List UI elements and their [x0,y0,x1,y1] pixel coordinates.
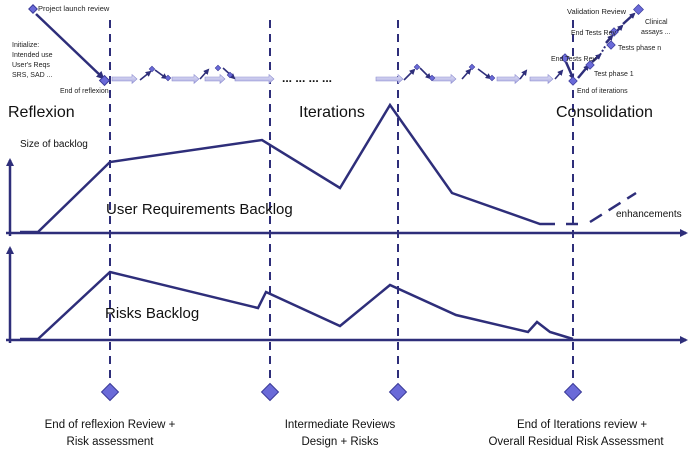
validation-review-label: Validation Review [567,7,627,16]
phase-consolidation: Consolidation [556,104,653,121]
iteration-mini-loops-right [403,67,564,81]
risks-backlog-label: Risks Backlog [105,305,199,322]
size-of-backlog-label: Size of backlog [20,139,88,150]
initialize-line-2: Intended use [12,52,53,59]
risks-chart: Risks Backlog [6,246,688,344]
urb-curve [20,102,555,234]
end-of-iterations-label: End of iterations [577,88,628,95]
launch-diamond [28,4,38,14]
milestone-3-line-2: Overall Residual Risk Assessment [488,436,664,448]
milestone-1-line-1: End of reflexion Review + [45,419,176,431]
project-launch-review-label: Project launch review [38,4,110,13]
milestone-diamonds [100,382,583,402]
dotted-step [599,44,607,56]
clinical-assays-line-2: assays ... [641,29,671,36]
iterations-dots: ... ... ... ... [282,71,332,85]
milestone-2-line-1: Intermediate Reviews [285,419,396,431]
enhancements-trend [589,191,637,224]
launch-arrow [35,13,105,80]
milestone-1-line-2: Risk assessment [67,436,155,448]
phase-reflexion: Reflexion [8,104,75,121]
iteration-arrows-right [375,73,554,85]
iteration-arrows-left [111,73,275,85]
top-timeline: ... ... ... ... [12,4,671,95]
clinical-assays-line-1: Clinical [645,19,668,26]
milestone-diamond-1 [100,382,120,402]
user-requirements-chart: Size of backlog User Requirements Backlo… [6,102,688,237]
user-requirements-backlog-label: User Requirements Backlog [106,201,293,218]
consolidation-diamonds [560,4,644,86]
milestone-2-line-2: Design + Risks [301,436,378,448]
end-tests-rev-label-1: End Tests Rev [571,30,617,37]
end-of-reflexion-diamond [98,74,111,87]
end-of-reflexion-label: End of reflexion [60,88,109,95]
milestone-diamond-2 [260,382,280,402]
milestone-3-line-1: End of Iterations review + [517,419,647,431]
phase-iterations: Iterations [299,104,365,121]
milestone-diamond-4 [563,382,583,402]
initialize-line-1: Initialize: [12,42,39,49]
iteration-mini-diamonds-right [413,63,496,82]
milestone-diamond-3 [388,382,408,402]
tests-phase-n-label: Tests phase n [618,45,661,52]
iteration-mini-loops-left [139,67,236,81]
enhancements-label: enhancements [616,209,682,220]
consolidation-steps [564,12,636,80]
initialize-line-3: User's Reqs [12,62,50,69]
iteration-mini-diamonds-left [148,64,234,82]
risk-curve [20,270,574,341]
test-phase-1-label: Test phase 1 [594,71,634,78]
end-tests-rev-label-2: End Tests Rev [551,56,597,63]
initialize-line-4: SRS, SAD ... [12,72,53,79]
